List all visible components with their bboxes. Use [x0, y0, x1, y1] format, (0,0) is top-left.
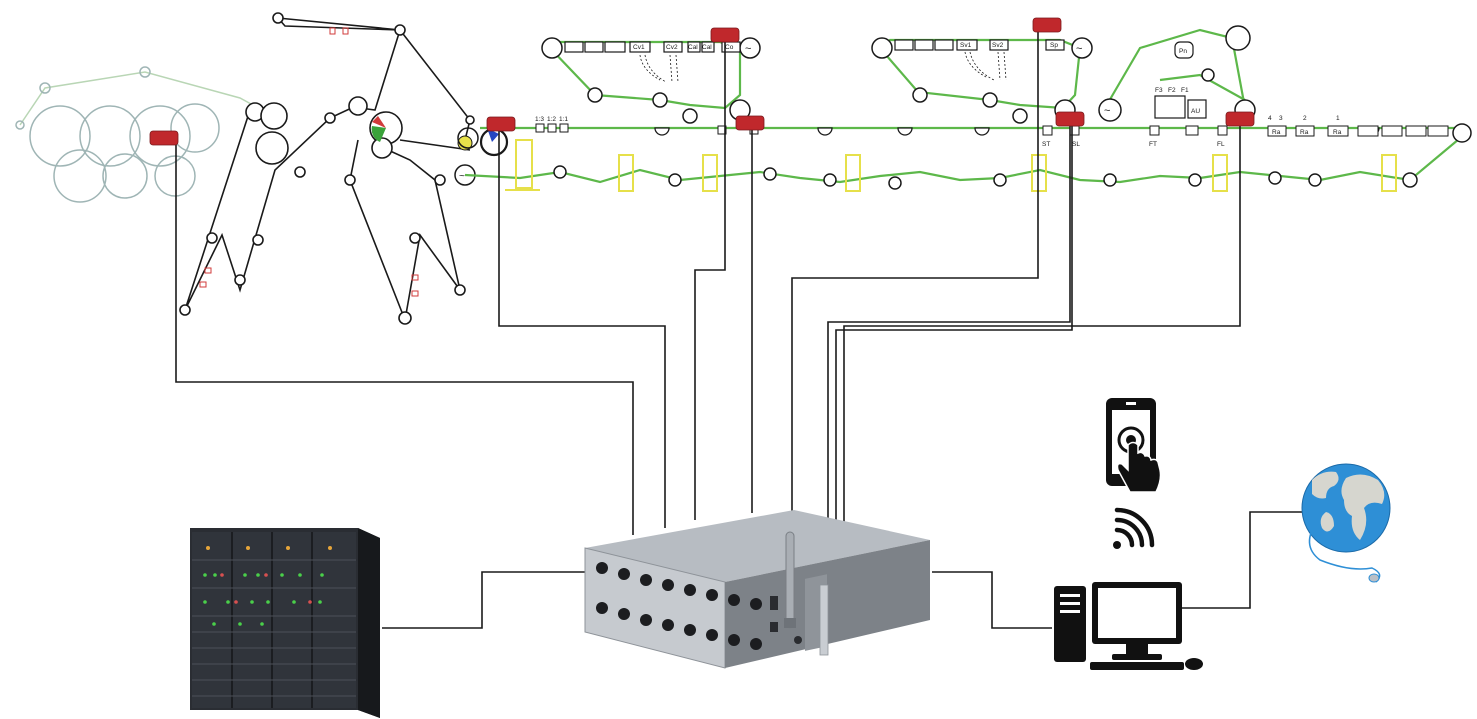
label-1-3: 1:3 — [535, 116, 544, 123]
smartphone-touch-icon — [1106, 398, 1161, 492]
desktop-computer-icon — [1054, 582, 1203, 670]
wire-globe — [1180, 512, 1318, 608]
antenna-icon — [784, 532, 796, 628]
sensor-sl — [1056, 112, 1084, 126]
line-gauges — [536, 124, 1448, 136]
wifi-icon — [1113, 510, 1152, 549]
sensor-line-1 — [736, 116, 764, 130]
label-fl: FL — [1217, 141, 1225, 148]
label-ra-1: Ra — [1272, 129, 1281, 136]
label-cv2: Cv2 — [666, 44, 678, 51]
server-rack-icon — [190, 528, 380, 718]
label-f2: F2 — [1168, 87, 1176, 94]
label-co: Co — [725, 44, 734, 51]
label-1-1: 1:1 — [559, 116, 568, 123]
svg-text:~: ~ — [459, 171, 465, 182]
label-cal-2: Cal — [702, 44, 712, 51]
label-pn: Pn — [1179, 48, 1187, 55]
svg-text:~: ~ — [745, 43, 751, 55]
label-ft: FT — [1149, 141, 1157, 148]
sensor-press — [487, 117, 515, 131]
label-sl: SL — [1072, 141, 1080, 148]
svg-text:~: ~ — [1076, 43, 1082, 55]
wire-felt-sensor — [176, 140, 633, 535]
label-1-2: 1:2 — [547, 116, 556, 123]
wire-line-sensor-2 — [836, 126, 1072, 520]
label-sp: Sp — [1050, 42, 1058, 49]
network-controller-icon — [585, 510, 930, 668]
felt-cylinder-group — [16, 67, 262, 202]
label-4: 4 — [1268, 115, 1272, 122]
label-2: 2 — [1303, 115, 1307, 122]
sensors — [150, 18, 1254, 145]
label-f3: F3 — [1155, 87, 1163, 94]
label-ra-2: Ra — [1300, 129, 1309, 136]
label-cv1: Cv1 — [633, 44, 645, 51]
label-f1: F1 — [1181, 87, 1189, 94]
label-3: 3 — [1279, 115, 1283, 122]
label-st: ST — [1042, 141, 1050, 148]
sensor-co — [711, 28, 739, 42]
sensor-fl — [1226, 112, 1254, 126]
label-sv1: Sv1 — [960, 42, 972, 49]
label-sv2: Sv2 — [992, 42, 1004, 49]
wire-sl-sensor — [828, 122, 1070, 518]
label-1: 1 — [1336, 115, 1340, 122]
wire-computer — [932, 572, 1052, 628]
dryer-dashes — [640, 52, 1006, 82]
press-section — [180, 13, 474, 324]
globe-icon — [1302, 464, 1390, 582]
svg-text:~: ~ — [1104, 105, 1110, 117]
label-ra-3: Ra — [1333, 129, 1342, 136]
sensor-felt — [150, 131, 178, 145]
label-cal: Cal — [688, 44, 698, 51]
sensor-sp — [1033, 18, 1061, 32]
label-au: AU — [1191, 108, 1200, 115]
yellow-stands — [505, 140, 1396, 191]
wire-server — [382, 572, 594, 628]
